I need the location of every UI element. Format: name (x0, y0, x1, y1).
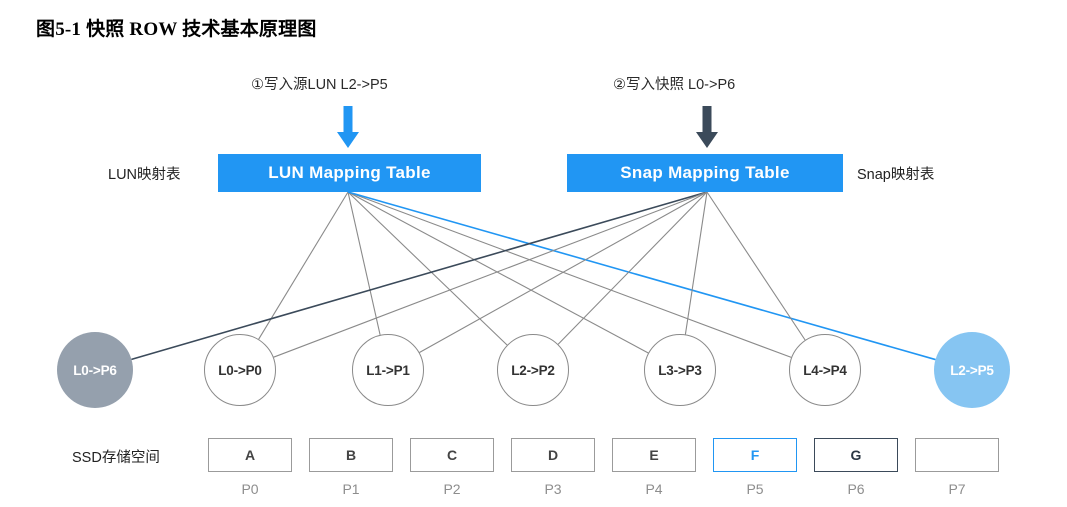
ssd-address-p6: P6 (847, 481, 865, 497)
ssd-cell-p0[interactable]: A (208, 438, 292, 472)
mapping-node-l2-p2[interactable]: L2->P2 (497, 334, 569, 406)
link-line (706, 191, 806, 341)
ssd-cell-p6[interactable]: G (814, 438, 898, 472)
ssd-address-p2: P2 (443, 481, 461, 497)
ssd-address-p0: P0 (241, 481, 259, 497)
ssd-address-p7: P7 (948, 481, 966, 497)
ssd-storage-label: SSD存储空间 (72, 450, 160, 466)
mapping-node-l3-p3[interactable]: L3->P3 (644, 334, 716, 406)
mapping-node-l2-p5[interactable]: L2->P5 (934, 332, 1010, 408)
lun-mapping-table-side-label: LUN映射表 (108, 167, 181, 183)
ssd-address-p3: P3 (544, 481, 562, 497)
ssd-cell-p1[interactable]: B (309, 438, 393, 472)
ssd-address-p1: P1 (342, 481, 360, 497)
link-line (557, 191, 708, 345)
link-line (347, 191, 792, 358)
link-line (347, 191, 649, 354)
ssd-cell-p2[interactable]: C (410, 438, 494, 472)
snap-mapping-table-bar[interactable]: Snap Mapping Table (567, 154, 843, 192)
ssd-cell-p3[interactable]: D (511, 438, 595, 472)
figure-title: 图5-1 快照 ROW 技术基本原理图 (36, 19, 317, 40)
link-line (131, 191, 708, 361)
mapping-node-l1-p1[interactable]: L1->P1 (352, 334, 424, 406)
ssd-cell-p4[interactable]: E (612, 438, 696, 472)
ssd-address-p5: P5 (746, 481, 764, 497)
link-line (684, 191, 708, 335)
ssd-cell-p5[interactable]: F (713, 438, 797, 472)
snap-mapping-table-side-label: Snap映射表 (857, 167, 935, 183)
ssd-cell-p7[interactable] (915, 438, 999, 472)
write-source-lun-arrow-icon (337, 106, 359, 148)
link-line (419, 191, 708, 353)
link-line (347, 191, 508, 346)
mapping-node-l4-p4[interactable]: L4->P4 (789, 334, 861, 406)
mapping-node-l0-p0[interactable]: L0->P0 (204, 334, 276, 406)
write-snapshot-arrow-icon (696, 106, 718, 148)
link-line (258, 191, 349, 340)
mapping-node-l0-p6[interactable]: L0->P6 (57, 332, 133, 408)
link-line (347, 191, 381, 335)
lun-mapping-table-bar[interactable]: LUN Mapping Table (218, 154, 481, 192)
step-1-caption: ①写入源LUN L2->P5 (251, 77, 388, 93)
link-line (347, 191, 936, 361)
ssd-address-p4: P4 (645, 481, 663, 497)
link-line (273, 191, 708, 358)
step-2-caption: ②写入快照 L0->P6 (613, 77, 736, 93)
